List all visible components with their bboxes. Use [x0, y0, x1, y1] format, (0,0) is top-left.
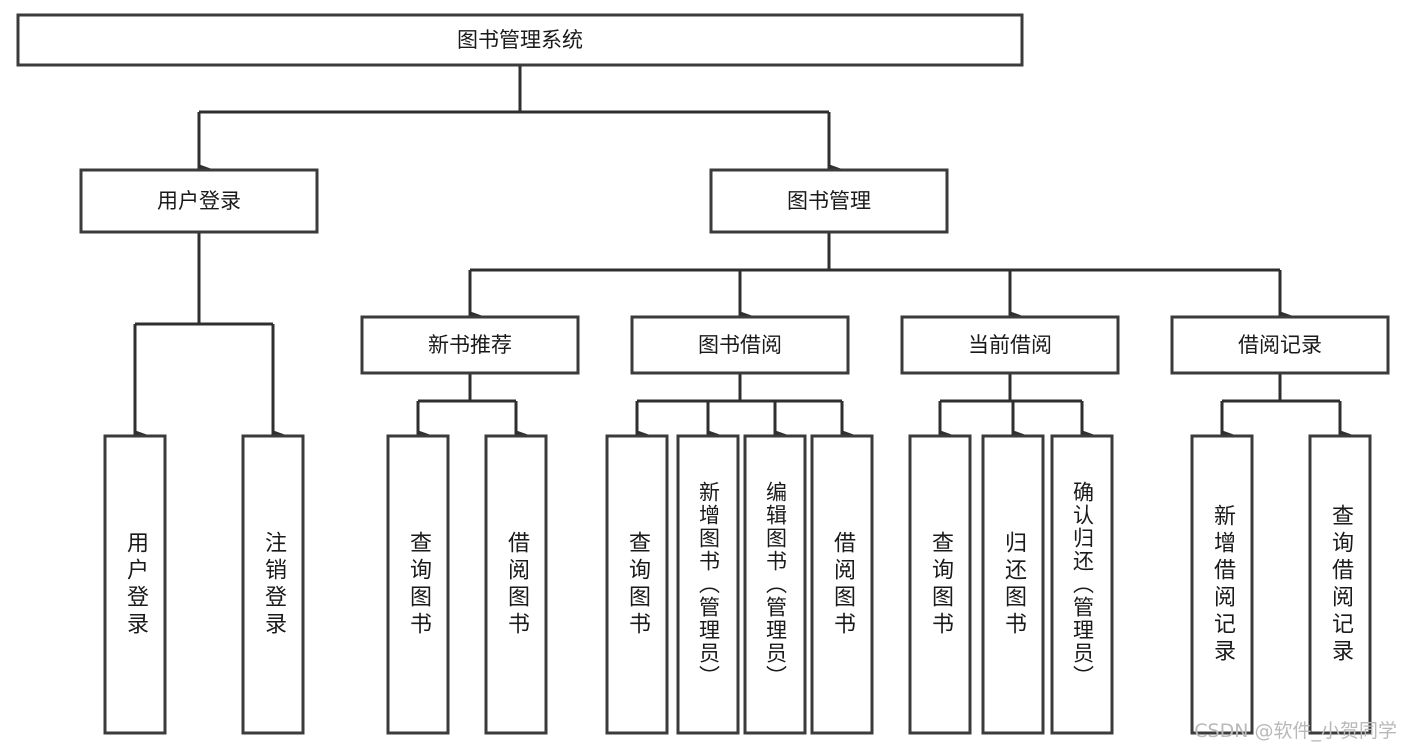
node-box-leaf-query-book-3[interactable]	[908, 434, 972, 735]
node-box-new-book-recommend[interactable]	[360, 315, 580, 375]
node-box-leaf-add-record[interactable]	[1190, 434, 1254, 735]
node-label-borrow-record: 借阅记录	[1238, 333, 1322, 357]
node-box-leaf-user-login[interactable]	[103, 434, 167, 735]
watermark: CSDN @软件_小贺同学	[1194, 720, 1397, 742]
node-label-new-book-recommend: 新书推荐	[428, 333, 512, 357]
node-box-leaf-edit-book[interactable]	[743, 434, 807, 735]
node-box-leaf-confirm-return[interactable]	[1050, 434, 1114, 735]
node-box-leaf-query-book-1[interactable]	[386, 434, 450, 735]
node-box-book-management[interactable]	[709, 168, 949, 234]
node-box-book-borrow[interactable]	[630, 315, 850, 375]
node-box-leaf-query-book-2[interactable]	[605, 434, 669, 735]
node-label-book-borrow: 图书借阅	[698, 333, 782, 357]
node-box-leaf-borrow-book-2[interactable]	[810, 434, 874, 735]
node-box-user-login[interactable]	[79, 168, 319, 234]
node-box-current-borrow[interactable]	[900, 315, 1120, 375]
connector-edges	[133, 65, 1353, 440]
node-label-book-management: 图书管理	[787, 189, 871, 213]
node-label-current-borrow: 当前借阅	[968, 333, 1052, 357]
node-box-leaf-add-book[interactable]	[676, 434, 740, 735]
node-box-root[interactable]	[16, 13, 1024, 67]
node-box-leaf-query-record[interactable]	[1308, 434, 1372, 735]
node-label-root: 图书管理系统	[457, 28, 583, 52]
node-label-user-login: 用户登录	[157, 189, 241, 213]
node-box-borrow-record[interactable]	[1170, 315, 1390, 375]
node-box-leaf-return-book[interactable]	[981, 434, 1045, 735]
node-box-leaf-logout[interactable]	[241, 434, 305, 735]
node-box-leaf-borrow-book-1[interactable]	[484, 434, 548, 735]
